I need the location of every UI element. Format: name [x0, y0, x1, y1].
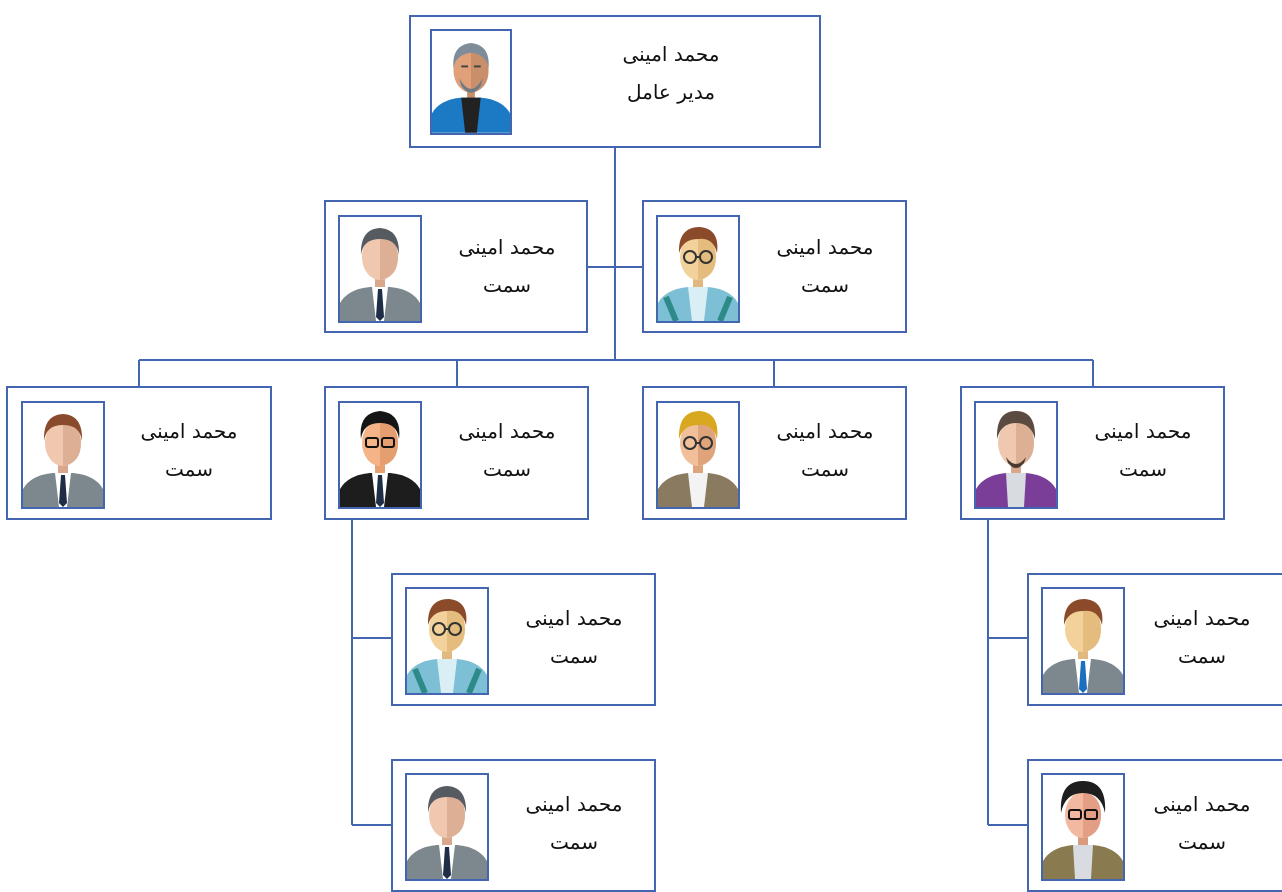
- ceo-text: محمد امینی مدیر عامل: [531, 35, 811, 111]
- ceo-avatar: [430, 29, 512, 135]
- org-card-level3-4[interactable]: محمد امینی سمت: [960, 386, 1225, 520]
- employee-title: سمت: [483, 457, 531, 481]
- employee-text: محمد امینی سمت: [432, 412, 582, 488]
- avatar-man-glasses-blond: [658, 403, 738, 507]
- employee-avatar: [1041, 773, 1125, 881]
- employee-title: سمت: [1178, 830, 1226, 854]
- employee-name: محمد امینی: [458, 235, 556, 259]
- employee-text: محمد امینی سمت: [1127, 785, 1277, 861]
- employee-title: سمت: [801, 457, 849, 481]
- employee-avatar: [656, 401, 740, 509]
- avatar-man-beard-blue-shirt: [432, 31, 510, 133]
- employee-avatar: [338, 401, 422, 509]
- employee-title: سمت: [550, 830, 598, 854]
- employee-text: محمد امینی سمت: [1068, 412, 1218, 488]
- employee-text: محمد امینی سمت: [432, 228, 582, 304]
- employee-avatar: [1041, 587, 1125, 695]
- org-card-level4-left-1[interactable]: محمد امینی سمت: [391, 573, 656, 706]
- employee-name: محمد امینی: [622, 42, 720, 66]
- avatar-man-grey-suit: [340, 217, 420, 321]
- employee-name: محمد امینی: [458, 419, 556, 443]
- employee-name: محمد امینی: [1153, 606, 1251, 630]
- avatar-man-glasses-olive-jacket: [1043, 775, 1123, 879]
- org-card-level2-left[interactable]: محمد امینی سمت: [324, 200, 588, 333]
- employee-title: سمت: [483, 273, 531, 297]
- employee-title: مدیر عامل: [626, 80, 716, 104]
- employee-name: محمد امینی: [776, 419, 874, 443]
- employee-text: محمد امینی سمت: [499, 599, 649, 675]
- employee-avatar: [405, 773, 489, 881]
- employee-name: محمد امینی: [140, 419, 238, 443]
- employee-name: محمد امینی: [525, 792, 623, 816]
- org-card-level3-3[interactable]: محمد امینی سمت: [642, 386, 907, 520]
- employee-avatar: [656, 215, 740, 323]
- employee-name: محمد امینی: [525, 606, 623, 630]
- org-card-level3-2[interactable]: محمد امینی سمت: [324, 386, 589, 520]
- employee-text: محمد امینی سمت: [750, 412, 900, 488]
- employee-text: محمد امینی سمت: [499, 785, 649, 861]
- avatar-man-glasses-vest: [658, 217, 738, 321]
- avatar-man-glasses-black-suit: [340, 403, 420, 507]
- employee-text: محمد امینی سمت: [750, 228, 900, 304]
- employee-avatar: [405, 587, 489, 695]
- avatar-man-grey-suit: [407, 775, 487, 879]
- employee-title: سمت: [801, 273, 849, 297]
- employee-title: سمت: [165, 457, 213, 481]
- employee-avatar: [974, 401, 1058, 509]
- employee-name: محمد امینی: [1153, 792, 1251, 816]
- org-card-level4-right-2[interactable]: محمد امینی سمت: [1027, 759, 1282, 892]
- employee-name: محمد امینی: [776, 235, 874, 259]
- avatar-man-glasses-vest: [407, 589, 487, 693]
- avatar-man-beard-purple: [976, 403, 1056, 507]
- org-card-level2-right[interactable]: محمد امینی سمت: [642, 200, 907, 333]
- employee-avatar: [21, 401, 105, 509]
- org-card-ceo[interactable]: محمد امینی مدیر عامل: [409, 15, 821, 148]
- avatar-man-grey-suit: [23, 403, 103, 507]
- avatar-man-grey-suit: [1043, 589, 1123, 693]
- org-card-level3-1[interactable]: محمد امینی سمت: [6, 386, 272, 520]
- org-card-level4-left-2[interactable]: محمد امینی سمت: [391, 759, 656, 892]
- employee-text: محمد امینی سمت: [1127, 599, 1277, 675]
- employee-title: سمت: [550, 644, 598, 668]
- employee-title: سمت: [1178, 644, 1226, 668]
- employee-avatar: [338, 215, 422, 323]
- employee-name: محمد امینی: [1094, 419, 1192, 443]
- employee-title: سمت: [1119, 457, 1167, 481]
- employee-text: محمد امینی سمت: [114, 412, 264, 488]
- org-card-level4-right-1[interactable]: محمد امینی سمت: [1027, 573, 1282, 706]
